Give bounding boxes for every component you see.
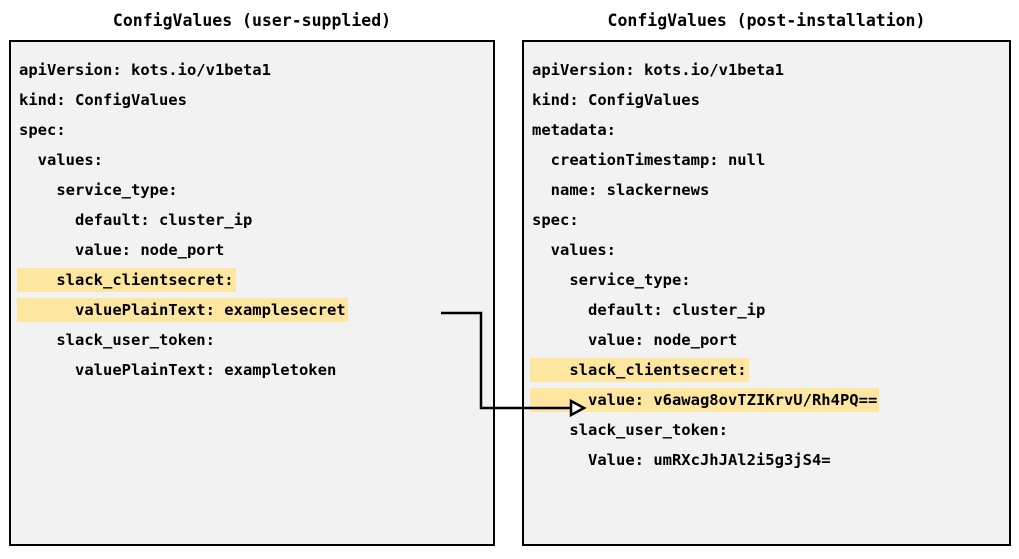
user-supplied-line-1: kind: ConfigValues [17, 85, 493, 115]
panel-title-user-supplied: ConfigValues (user-supplied) [112, 11, 392, 30]
post-installation-line-11-text: value: v6awag8ovTZIKrvU/Rh4PQ== [530, 388, 880, 412]
user-supplied-line-7: slack_clientsecret: [17, 265, 493, 295]
post-installation-line-13-text: Value: umRXcJhJAl2i5g3jS4= [532, 451, 831, 469]
post-installation-line-2-text: metadata: [532, 121, 616, 139]
post-installation-line-0: apiVersion: kots.io/v1beta1 [530, 55, 1009, 85]
user-supplied-line-4-text: service_type: [19, 181, 178, 199]
user-supplied-line-2: spec: [17, 115, 493, 145]
post-installation-line-8-text: default: cluster_ip [532, 301, 766, 319]
code-block-user-supplied: apiVersion: kots.io/v1beta1 kind: ConfigV… [11, 42, 493, 385]
user-supplied-line-9-text: slack_user_token: [19, 331, 215, 349]
user-supplied-line-8-text: valuePlainText: examplesecret [17, 298, 348, 322]
post-installation-line-8: default: cluster_ip [530, 295, 1009, 325]
post-installation-line-7-text: service_type: [532, 271, 691, 289]
post-installation-line-12-text: slack_user_token: [532, 421, 728, 439]
post-installation-line-10-text: slack_clientsecret: [530, 358, 749, 382]
post-installation-line-9-text: value: node_port [532, 331, 738, 349]
post-installation-line-4: name: slackernews [530, 175, 1009, 205]
user-supplied-line-7-text: slack_clientsecret: [17, 268, 236, 292]
user-supplied-line-2-text: spec: [19, 121, 66, 139]
post-installation-line-6-text: values: [532, 241, 616, 259]
post-installation-line-10: slack_clientsecret: [530, 355, 1009, 385]
configvalues-user-supplied-box: apiVersion: kots.io/v1beta1 kind: ConfigV… [9, 40, 495, 546]
panel-title-post-installation: ConfigValues (post-installation) [607, 11, 926, 30]
configvalues-post-installation-box: apiVersion: kots.io/v1beta1 kind: ConfigV… [522, 40, 1011, 546]
user-supplied-line-5: default: cluster_ip [17, 205, 493, 235]
user-supplied-line-6: value: node_port [17, 235, 493, 265]
post-installation-line-0-text: apiVersion: kots.io/v1beta1 [532, 61, 784, 79]
user-supplied-line-6-text: value: node_port [19, 241, 225, 259]
post-installation-line-1-text: kind: ConfigValues [532, 91, 700, 109]
user-supplied-line-8: valuePlainText: examplesecret [17, 295, 493, 325]
user-supplied-line-5-text: default: cluster_ip [19, 211, 253, 229]
user-supplied-line-10-text: valuePlainText: exampletoken [19, 361, 337, 379]
user-supplied-line-0-text: apiVersion: kots.io/v1beta1 [19, 61, 271, 79]
user-supplied-line-1-text: kind: ConfigValues [19, 91, 187, 109]
post-installation-line-9: value: node_port [530, 325, 1009, 355]
post-installation-line-1: kind: ConfigValues [530, 85, 1009, 115]
user-supplied-line-3: values: [17, 145, 493, 175]
user-supplied-line-3-text: values: [19, 151, 103, 169]
post-installation-line-3: creationTimestamp: null [530, 145, 1009, 175]
post-installation-line-12: slack_user_token: [530, 415, 1009, 445]
user-supplied-line-9: slack_user_token: [17, 325, 493, 355]
post-installation-line-5-text: spec: [532, 211, 579, 229]
post-installation-line-5: spec: [530, 205, 1009, 235]
user-supplied-line-4: service_type: [17, 175, 493, 205]
user-supplied-line-0: apiVersion: kots.io/v1beta1 [17, 55, 493, 85]
post-installation-line-4-text: name: slackernews [532, 181, 710, 199]
post-installation-line-7: service_type: [530, 265, 1009, 295]
post-installation-line-2: metadata: [530, 115, 1009, 145]
post-installation-line-3-text: creationTimestamp: null [532, 151, 766, 169]
code-block-post-installation: apiVersion: kots.io/v1beta1 kind: ConfigV… [524, 42, 1009, 475]
post-installation-line-6: values: [530, 235, 1009, 265]
post-installation-line-11: value: v6awag8ovTZIKrvU/Rh4PQ== [530, 385, 1009, 415]
user-supplied-line-10: valuePlainText: exampletoken [17, 355, 493, 385]
post-installation-line-13: Value: umRXcJhJAl2i5g3jS4= [530, 445, 1009, 475]
